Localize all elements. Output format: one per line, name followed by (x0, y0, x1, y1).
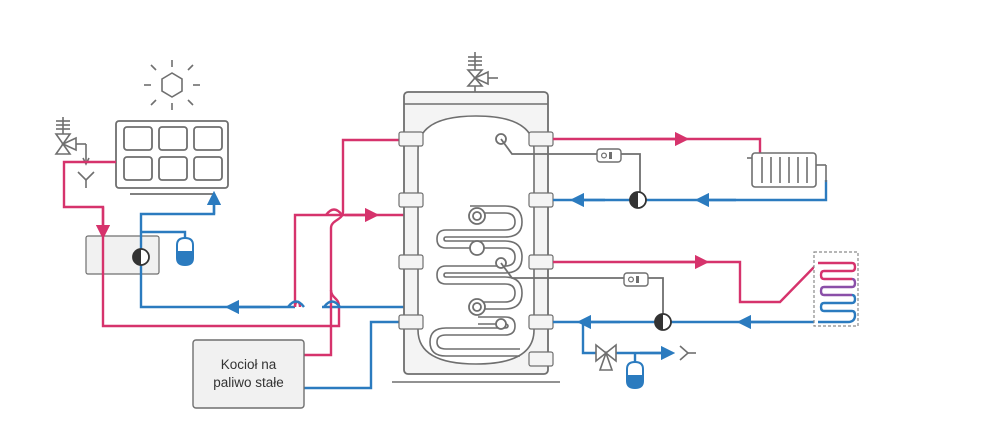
check-valve-icon (679, 345, 696, 361)
solid-fuel-boiler (192, 339, 305, 409)
thermostatic-valve-icon (623, 272, 649, 287)
expansion-vessel-icon (626, 360, 644, 390)
expansion-vessel-icon (176, 236, 194, 267)
heating-coil-icon (429, 316, 520, 357)
drain-funnel-icon (77, 171, 95, 188)
radiator-icon (747, 152, 827, 188)
underfloor-heating-icon (813, 251, 859, 327)
solar-panel-icon (115, 120, 229, 195)
safety-valve-icon (466, 52, 498, 92)
sun-icon (144, 60, 200, 110)
circulation-pump-icon (629, 191, 647, 209)
thermostatic-valve-icon (596, 148, 622, 163)
circulation-pump-icon (132, 248, 150, 266)
mixing-valve-icon (595, 343, 617, 371)
safety-valve-icon (54, 117, 90, 166)
circulation-pump-icon (654, 313, 672, 331)
